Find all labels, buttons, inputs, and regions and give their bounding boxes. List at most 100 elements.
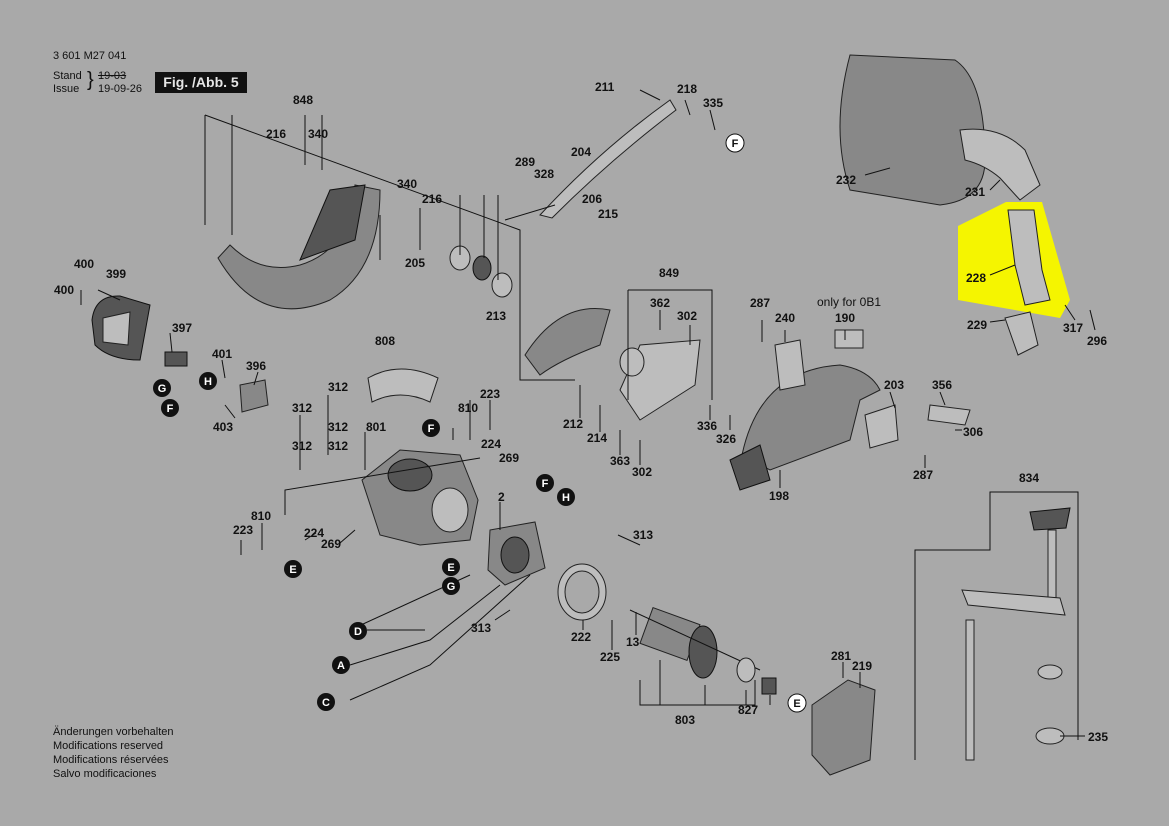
needle-bearing-shape [761,677,777,695]
document-number: 3 601 M27 041 [53,50,127,62]
label-403: 403 [213,420,233,434]
plate-203-shape [864,404,899,449]
label-214: 214 [587,431,607,445]
label-205: 205 [405,256,425,270]
label-312: 312 [292,401,312,415]
label-810: 810 [458,401,478,415]
label-190-shape [834,329,864,349]
spring-shape [472,255,492,281]
label-222: 222 [571,630,591,644]
dust-bag-shape [839,54,986,206]
label-312: 312 [292,439,312,453]
guard-plate-shape [524,308,611,376]
note-en: Modifications reserved [53,740,164,752]
label-269: 269 [499,451,519,465]
upper-guard-shape [729,364,881,491]
modifications-notes: Änderungen vorbehalten Modifications res… [53,725,173,781]
label-810: 810 [251,509,271,523]
reference-markers: F G H F F E F H E G D A C E [153,133,807,713]
svg-text:H: H [562,492,570,504]
ref-h-marker: H [557,488,575,506]
label-235: 235 [1088,730,1108,744]
label-340: 340 [308,127,328,141]
label-211: 211 [595,80,615,94]
label-203: 203 [884,378,904,392]
label-231: 231 [965,185,985,199]
label-232: 232 [836,173,856,187]
label-223: 223 [480,387,500,401]
label-223: 223 [233,523,253,537]
label-400: 400 [54,283,74,297]
label-198: 198 [769,489,789,503]
label-204: 204 [571,145,591,159]
ref-f-marker: F [161,399,179,417]
blade-guard-shape [217,184,381,310]
label-335: 335 [703,96,723,110]
ref-a-marker: A [332,656,350,674]
label-313: 313 [633,528,653,542]
clamp-ring-inner [564,570,600,614]
ref-e-marker: E [787,693,807,713]
label-212: 212 [563,417,583,431]
svg-text:F: F [542,478,549,490]
note-es: Salvo modificaciones [53,768,157,780]
stator-shape [487,521,546,586]
label-218: 218 [677,82,697,96]
armature-shape [629,606,761,679]
svg-text:F: F [732,138,739,150]
svg-text:D: D [354,626,362,638]
label-336: 336 [697,419,717,433]
bracket-240-shape [774,339,806,391]
label-397: 397 [172,321,192,335]
label-312: 312 [328,420,348,434]
ref-c-marker: C [317,693,335,711]
label-219: 219 [852,659,872,673]
svg-text:H: H [204,376,212,388]
svg-text:G: G [447,581,456,593]
cover-sheet-shape [367,368,439,403]
label-287: 287 [913,468,933,482]
label-317: 317 [1063,321,1083,335]
label-229: 229 [967,318,987,332]
label-803: 803 [675,713,695,727]
bracket-356-shape [927,404,971,426]
label-808: 808 [375,334,395,348]
label-289: 289 [515,155,535,169]
label-326: 326 [716,432,736,446]
gear-housing-shape [811,679,876,776]
svg-text:F: F [428,423,435,435]
svg-text:F: F [167,403,174,415]
stand-value: 19-03 [98,70,127,82]
ref-f-marker: F [536,474,554,492]
label-2: 2 [498,490,505,504]
ref-g-marker: G [153,379,171,397]
stand-label: Stand [53,70,82,82]
issue-label: Issue [53,83,80,95]
label-400: 400 [74,257,94,271]
ref-e-marker: E [284,560,302,578]
bracket-229-shape [1004,311,1039,356]
leader-lines [80,89,1096,760]
label-827: 827 [738,703,758,717]
label-240: 240 [775,311,795,325]
label-190: 190 [835,311,855,325]
label-224: 224 [304,526,324,540]
clamp-shape [961,507,1071,761]
label-312: 312 [328,380,348,394]
label-302: 302 [632,465,652,479]
label-206: 206 [582,192,602,206]
switch-shape [164,351,188,367]
label-216: 216 [422,192,442,206]
svg-text:E: E [289,564,296,576]
part-labels: 848 216 340 340 216 205 211 218 335 289 … [54,80,1108,744]
label-13: 13 [626,635,640,649]
disc-shape [619,347,645,377]
svg-text:G: G [158,383,167,395]
label-215: 215 [598,207,618,221]
label-401: 401 [212,347,232,361]
label-224: 224 [481,437,501,451]
lever-shape [539,99,677,219]
label-216: 216 [266,127,286,141]
